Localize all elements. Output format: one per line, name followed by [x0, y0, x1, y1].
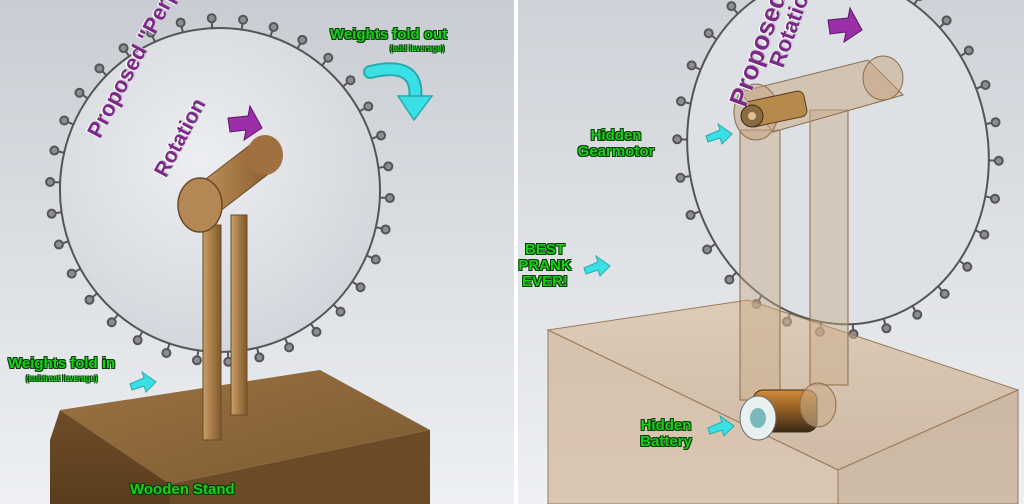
prank-label: BEST PRANK EVER!	[518, 242, 580, 289]
weight-bob	[363, 101, 374, 112]
weight-bob	[118, 43, 129, 54]
weight-bob	[311, 326, 322, 337]
fold-out-arrow-cyan	[363, 62, 434, 122]
gearmotor-arrow-cyan	[705, 122, 733, 145]
weight-bob	[686, 60, 697, 71]
weight-bob	[675, 96, 686, 107]
rotation-arrow-purple	[827, 6, 863, 44]
weights-fold-out-title: Weights fold out	[330, 26, 448, 43]
rotation-arrow-purple	[227, 104, 263, 142]
gearmotor-label-line2: Gearmotor	[577, 142, 655, 160]
weight-bob	[132, 335, 143, 346]
weight-bob	[206, 13, 217, 24]
weight-bob	[980, 79, 991, 90]
weight-bob	[323, 52, 334, 63]
weight-bob	[335, 306, 346, 317]
weight-bob	[53, 239, 64, 250]
weight-bob	[941, 15, 952, 26]
weights-fold-out-subtitle: (add leverage)	[390, 44, 445, 53]
weight-bob	[672, 134, 683, 145]
left-drawing	[0, 0, 514, 504]
weight-bob	[724, 274, 735, 285]
weight-bob	[990, 193, 1001, 204]
gearmotor-label-line1: Hidden	[590, 127, 642, 144]
weights-fold-in-subtitle: (subtract leverage)	[26, 374, 98, 383]
right-panel: Proposed Rotation Hidden Gearmotor BEST …	[518, 0, 1024, 504]
prank-label-line1: BEST	[524, 241, 565, 258]
weight-bob	[284, 342, 295, 353]
prank-label-line2: PRANK	[518, 256, 572, 274]
weight-bob	[191, 355, 202, 366]
battery-label-line1: Hidden	[640, 417, 692, 434]
weight-bob	[66, 268, 77, 279]
weight-bob	[370, 254, 381, 265]
weight-bob	[49, 145, 60, 156]
weight-bob	[145, 27, 156, 38]
weight-bob	[962, 261, 973, 272]
weight-bob	[703, 28, 714, 39]
battery	[739, 382, 837, 441]
weight-bob	[297, 34, 308, 45]
weight-bob	[939, 288, 950, 299]
weight-bob	[675, 172, 686, 183]
weight-bob	[726, 1, 737, 12]
weights-fold-in-title: Weights fold in	[8, 355, 116, 372]
left-panel: Proposed "Perpetual" Rotation Weights fo…	[0, 0, 514, 504]
wooden-stand-label: Wooden Stand	[130, 481, 235, 498]
weight-bob	[94, 63, 105, 74]
weight-bob	[46, 208, 57, 219]
gearmotor	[740, 90, 808, 128]
weight-bob	[881, 323, 892, 334]
weight-bob	[268, 21, 279, 32]
panel-divider	[514, 0, 518, 504]
weight-bob	[376, 130, 387, 141]
prank-label-line3: EVER!	[522, 272, 568, 290]
weight-bob	[979, 229, 990, 240]
weight-bob	[963, 45, 974, 56]
weight-bob	[380, 224, 391, 235]
weight-bob	[106, 317, 117, 328]
battery-arrow-cyan	[707, 414, 735, 437]
weight-bob	[355, 282, 366, 293]
weight-bob	[45, 176, 56, 187]
weight-bob	[912, 309, 923, 320]
weight-bob	[238, 14, 249, 25]
right-drawing	[518, 0, 1024, 504]
weight-bob	[685, 210, 696, 221]
transparent-base	[546, 299, 1020, 504]
weight-bob	[84, 294, 95, 305]
weight-bob	[161, 348, 172, 359]
weight-bob	[254, 352, 265, 363]
wooden-stand-block	[50, 370, 430, 504]
weight-bob	[74, 87, 85, 98]
weight-bob	[993, 155, 1004, 166]
weight-bob	[384, 193, 395, 204]
battery-label-line2: Battery	[640, 432, 692, 450]
prank-arrow-cyan	[583, 254, 611, 277]
gearmotor-label: Hidden Gearmotor	[566, 128, 666, 160]
weight-bob	[990, 117, 1001, 128]
weight-bob	[383, 161, 394, 172]
battery-label: Hidden Battery	[626, 418, 706, 450]
hollow-posts	[739, 109, 849, 401]
fold-in-arrow-cyan	[129, 370, 157, 393]
weight-bob	[345, 75, 356, 86]
fold-weights	[45, 13, 395, 367]
weight-bob	[175, 17, 186, 28]
weight-bob	[59, 115, 70, 126]
weight-bob	[702, 244, 713, 255]
axle	[177, 135, 283, 233]
